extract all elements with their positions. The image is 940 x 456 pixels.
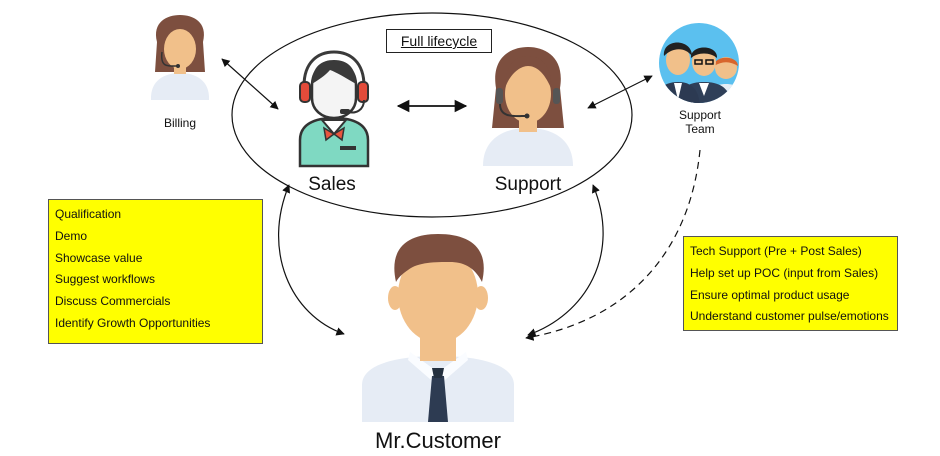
support-team-label: Support Team [678,108,722,136]
sales-customer-arrow [277,184,345,336]
sales-activity-item: Suggest workflows [55,272,156,287]
sales-activity-item: Showcase value [55,250,143,265]
customer-label: Mr.Customer [375,428,501,453]
lifecycle-title: Full lifecycle [386,29,492,53]
support-agent-icon [483,47,573,166]
support-activity-item: Ensure optimal product usage [690,287,850,302]
billing-person-icon [150,15,210,100]
customer-icon [362,234,514,422]
sales-activity-item: Demo [55,228,88,243]
support-team-arrow [587,75,653,109]
support-label: Support [494,174,562,195]
support-activity-item: Help set up POC (input from Sales) [690,265,879,280]
team-customer-dashed-arrow [525,149,701,341]
sales-activity-item: Discuss Commercials [55,294,171,309]
lifecycle-ellipse [231,12,633,218]
support-activity-item: Tech Support (Pre + Post Sales) [690,244,862,258]
sales-label: Sales [308,174,356,195]
support-team-icon [659,23,739,103]
support-activities-list: Tech Support (Pre + Post Sales) Help set … [690,241,891,328]
sales-activity-item: Identify Growth Opportunities [55,315,211,330]
support-customer-arrow [527,184,604,337]
support-activity-item: Understand customer pulse/emotions [690,309,889,324]
billing-sales-arrow [221,58,279,110]
support-activities-note: Tech Support (Pre + Post Sales) Help set … [683,236,898,331]
billing-label: Billing [163,116,196,130]
sales-agent-icon [298,50,370,168]
sales-activity-item: Qualification [55,207,122,221]
